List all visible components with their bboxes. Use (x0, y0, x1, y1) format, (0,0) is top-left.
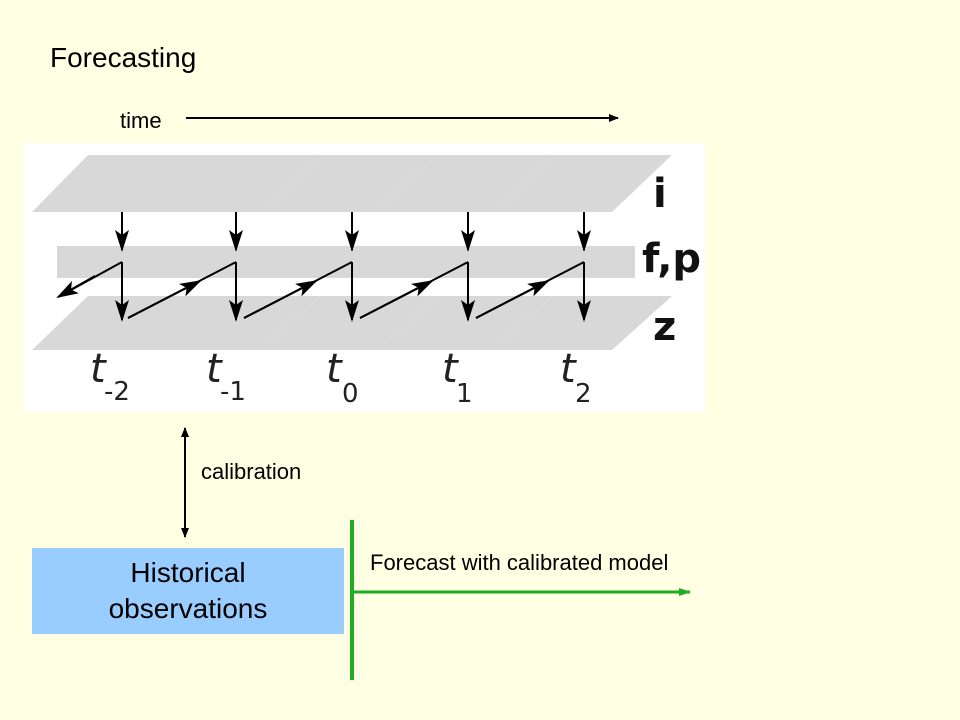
layer-label-i: i (653, 171, 667, 217)
layer-i (32, 155, 672, 212)
historical-line1: Historical (130, 557, 246, 588)
timestep-main-3: t (442, 346, 459, 392)
timestep-sub-0: -2 (104, 377, 130, 407)
timestep-main-1: t (206, 346, 223, 392)
historical-line2: observations (108, 593, 268, 624)
timestep-main-2: t (326, 346, 343, 392)
transition-arrows (56, 261, 585, 319)
timestep-sub-4: 2 (575, 379, 592, 409)
timestep-main-0: t (90, 346, 107, 392)
timestep-sub-1: -1 (220, 377, 246, 407)
time-label: time (120, 108, 162, 133)
historical-observations-box: Historical observations (32, 548, 344, 634)
layer-label-fp: f,p (642, 236, 701, 282)
layer-fp (57, 246, 635, 278)
timestep-sub-2: 0 (342, 379, 359, 409)
timestep-main-4: t (560, 346, 577, 392)
slide-title: Forecasting (50, 42, 197, 73)
timestep-labels: t -2 t -1 t 0 t 1 t 2 (90, 346, 592, 409)
vertical-arrows (115, 212, 591, 322)
layer-label-z: z (653, 304, 676, 350)
forecast-label: Forecast with calibrated model (370, 550, 669, 575)
timestep-sub-3: 1 (456, 379, 473, 409)
layer-z (32, 296, 672, 350)
calibration-label: calibration (201, 459, 302, 484)
